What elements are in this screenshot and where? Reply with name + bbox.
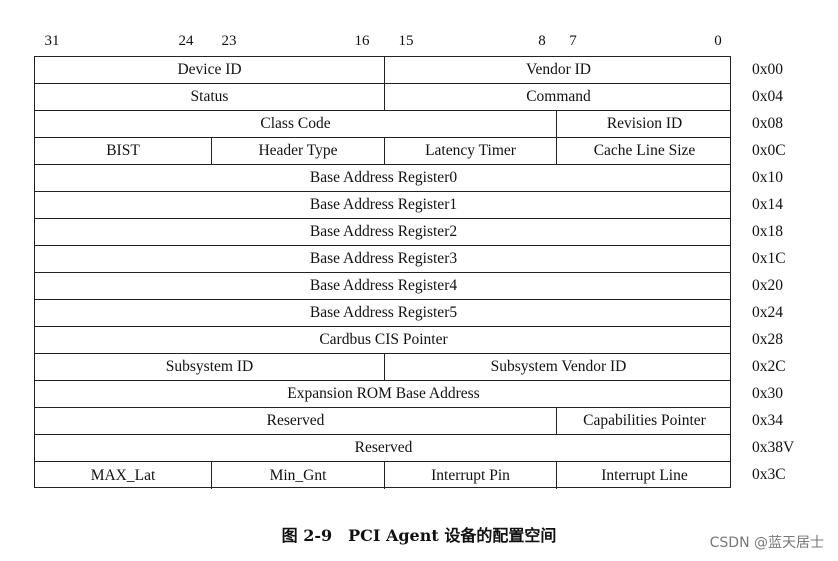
register-row: Reserved	[35, 435, 730, 462]
register-row: Cardbus CIS Pointer	[35, 327, 730, 354]
register-row: Base Address Register0	[35, 165, 730, 192]
register-field: BIST	[35, 138, 212, 164]
register-field: Device ID	[35, 57, 385, 83]
register-field: Base Address Register5	[309, 304, 458, 321]
bit-label: 23	[221, 33, 237, 49]
register-row: Base Address Register4	[35, 273, 730, 300]
register-field: Interrupt Line	[601, 466, 688, 484]
register-field: Revision ID	[606, 115, 683, 132]
register-field: Base Address Register3	[309, 250, 458, 267]
offset-label: 0x04	[752, 88, 783, 105]
register-field: Interrupt Pin	[385, 462, 557, 489]
bit-position-header: 31 24 23 16 15 8 7 0	[0, 30, 838, 52]
offset-label: 0x3C	[752, 466, 786, 483]
register-field: Class Code	[35, 111, 557, 137]
config-space-table: Device ID Vendor ID Status Command Class…	[34, 56, 731, 489]
bit-label: 7	[569, 33, 577, 49]
register-field: Capabilities Pointer	[583, 412, 706, 429]
register-row: Device ID Vendor ID	[35, 57, 730, 84]
figure-caption: 图 2-9 PCI Agent 设备的配置空间	[281, 526, 557, 545]
register-field: Command	[526, 88, 591, 105]
register-field: Latency Timer	[385, 138, 557, 164]
offset-column: 0x00 0x04 0x08 0x0C 0x10 0x14 0x18 0x1C …	[752, 56, 838, 488]
register-field: Subsystem Vendor ID	[490, 358, 627, 375]
register-row: BIST Header Type Latency Timer Cache Lin…	[35, 138, 730, 165]
offset-label: 0x34	[752, 412, 783, 429]
register-row: MAX_Lat Min_Gnt Interrupt Pin Interrupt …	[35, 462, 730, 489]
register-field: Min_Gnt	[212, 462, 385, 489]
register-field: Header Type	[212, 138, 385, 164]
register-row: Class Code Revision ID	[35, 111, 730, 138]
register-field: Expansion ROM Base Address	[287, 385, 480, 402]
offset-label: 0x2C	[752, 358, 786, 375]
bit-label: 31	[44, 33, 60, 49]
offset-label: 0x30	[752, 385, 783, 402]
register-row: Base Address Register5	[35, 300, 730, 327]
register-row: Base Address Register1	[35, 192, 730, 219]
register-row: Base Address Register3	[35, 246, 730, 273]
offset-label: 0x00	[752, 61, 783, 78]
register-field: Subsystem ID	[35, 354, 385, 380]
bit-label: 15	[398, 33, 414, 49]
bit-label: 24	[178, 33, 194, 49]
offset-label: 0x14	[752, 196, 783, 213]
offset-label: 0x20	[752, 277, 783, 294]
bit-label: 8	[538, 33, 546, 49]
register-field: MAX_Lat	[35, 462, 212, 489]
register-field: Base Address Register2	[309, 223, 458, 240]
offset-label: 0x38V	[752, 439, 795, 456]
offset-label: 0x0C	[752, 142, 786, 159]
bit-label: 16	[354, 33, 370, 49]
register-row: Subsystem ID Subsystem Vendor ID	[35, 354, 730, 381]
register-field: Base Address Register1	[309, 196, 458, 213]
register-field: Status	[35, 84, 385, 110]
offset-label: 0x24	[752, 304, 783, 321]
register-row: Status Command	[35, 84, 730, 111]
bit-label: 0	[714, 33, 722, 49]
register-row: Reserved Capabilities Pointer	[35, 408, 730, 435]
register-field: Base Address Register0	[309, 169, 458, 186]
watermark: CSDN @蓝天居士	[709, 535, 824, 551]
register-field: Base Address Register4	[309, 277, 458, 294]
offset-label: 0x1C	[752, 250, 786, 267]
offset-label: 0x08	[752, 115, 783, 132]
offset-label: 0x28	[752, 331, 783, 348]
offset-label: 0x10	[752, 169, 783, 186]
register-field: Reserved	[354, 439, 413, 456]
register-row: Expansion ROM Base Address	[35, 381, 730, 408]
register-row: Base Address Register2	[35, 219, 730, 246]
register-field: Vendor ID	[526, 61, 591, 78]
register-field: Cache Line Size	[593, 142, 696, 159]
register-field: Reserved	[35, 408, 557, 434]
register-field: Cardbus CIS Pointer	[319, 331, 448, 348]
offset-label: 0x18	[752, 223, 783, 240]
